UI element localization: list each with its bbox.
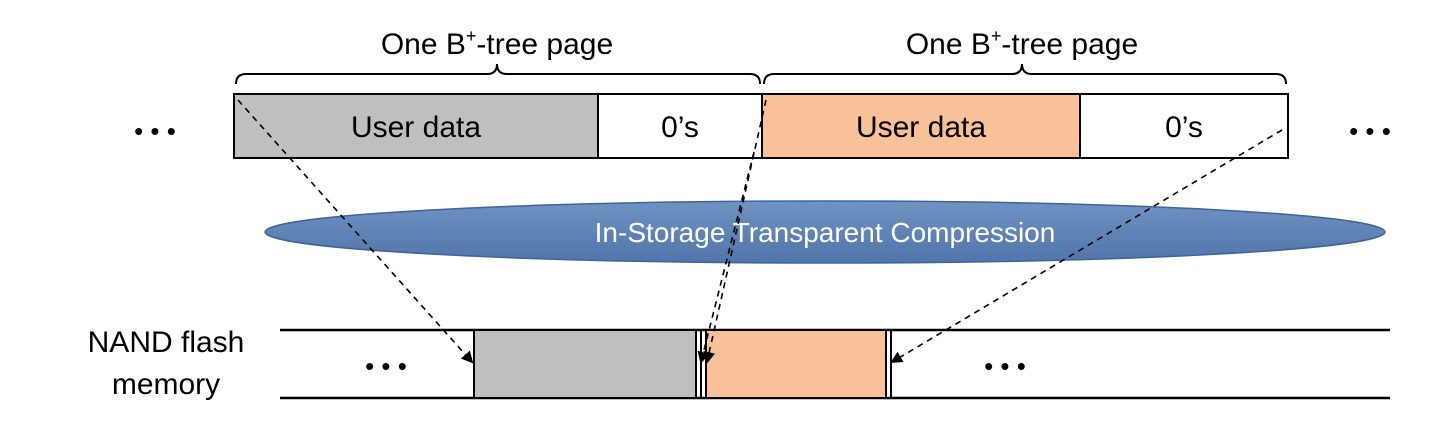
compression-label: In-Storage Transparent Compression <box>595 217 1056 248</box>
segment-label-4: 0’s <box>1165 111 1203 144</box>
arrow-zeros2-to-flash <box>890 129 1283 364</box>
page-ellipsis-right: • • • <box>1349 116 1391 146</box>
arrow-userdata1-to-flash <box>237 99 474 364</box>
arrow-zeros1-to-flash <box>697 151 755 364</box>
flash-label-line2: memory <box>112 368 220 401</box>
flash-ellipsis-left: • • • <box>365 351 407 381</box>
flash-block-compressed-1 <box>473 329 697 399</box>
brace-left <box>235 63 761 85</box>
segment-label-3: User data <box>856 111 986 144</box>
flash-ellipsis-right: • • • <box>984 351 1026 381</box>
flash-block-compressed-2 <box>705 329 887 399</box>
compression-ellipse <box>264 200 1386 264</box>
page-ellipsis-left: • • • <box>134 116 176 146</box>
page-label-right: One B+-tree page <box>906 26 1138 61</box>
flash-label-line1: NAND flash <box>88 326 245 359</box>
segment-label-1: User data <box>351 111 481 144</box>
brace-right <box>763 63 1287 85</box>
segment-label-2: 0’s <box>661 111 699 144</box>
segment-user-data-1 <box>233 93 599 159</box>
page-label-left: One B+-tree page <box>381 26 613 61</box>
segment-zeros-1 <box>597 93 763 159</box>
arrow-userdata2-to-flash <box>703 99 767 364</box>
segment-user-data-2 <box>761 93 1081 159</box>
